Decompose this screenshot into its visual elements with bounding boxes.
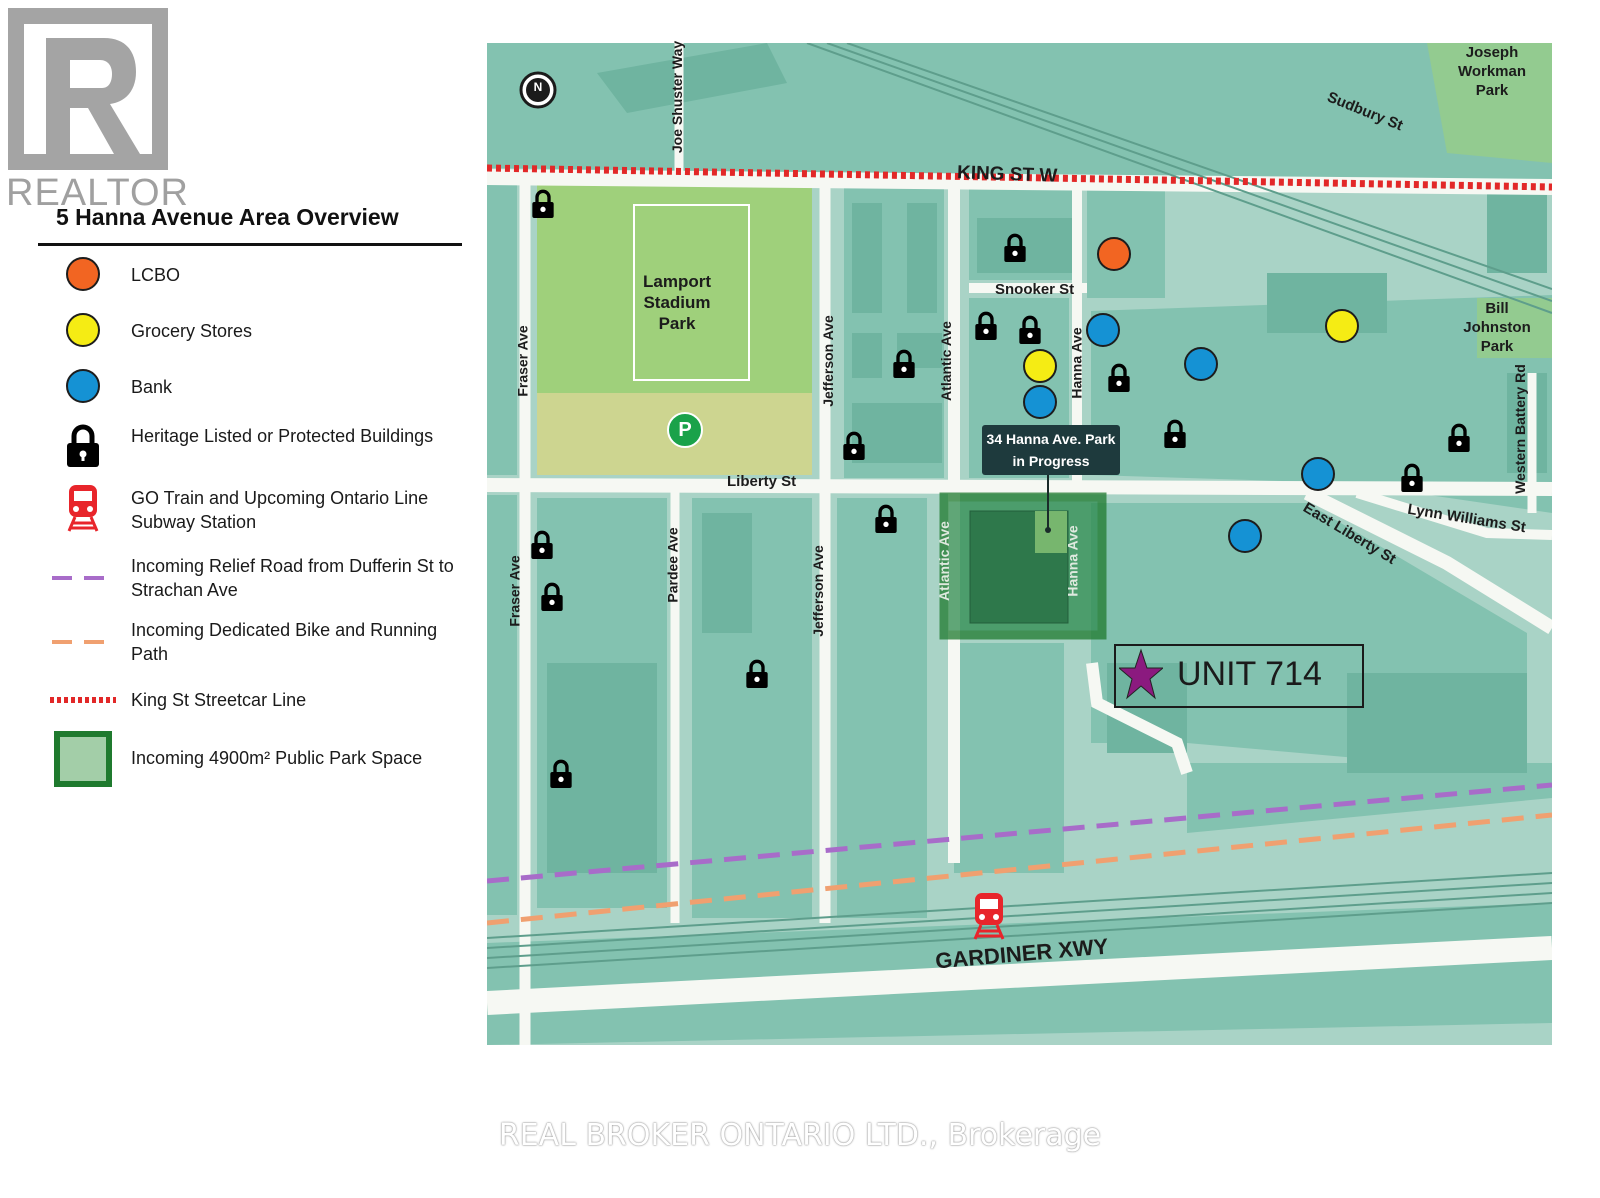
brokerage-watermark: REAL BROKER ONTARIO LTD., Brokerage xyxy=(498,1118,1102,1153)
red-dots-icon xyxy=(50,697,116,703)
bank-marker xyxy=(1023,385,1057,419)
lock-icon xyxy=(1401,463,1423,492)
legend-divider xyxy=(38,243,462,246)
legend-label: Incoming 4900m² Public Park Space xyxy=(131,748,423,768)
street-jefferson-ave-north: Jefferson Ave xyxy=(819,315,836,407)
lock-icon xyxy=(1108,363,1130,392)
lock-icon xyxy=(531,530,553,559)
realtor-wordmark: REALTOR xyxy=(6,172,189,214)
lock-icon xyxy=(746,659,768,688)
lock-icon xyxy=(1448,423,1470,452)
legend-label: GO Train and Upcoming Ontario Line Subwa… xyxy=(131,488,429,532)
legend-item-bike-path: Incoming Dedicated Bike and Running Path xyxy=(0,616,470,668)
lock-icon xyxy=(843,431,865,460)
street-atlantic-ave-north: Atlantic Ave xyxy=(937,321,954,401)
street-western-battery-rd: Western Battery Rd xyxy=(1511,364,1528,494)
grocery-marker xyxy=(1023,349,1057,383)
legend-item-park: Incoming 4900m² Public Park Space xyxy=(0,730,470,788)
lock-icon xyxy=(532,189,554,218)
legend-item-lcbo: LCBO xyxy=(0,257,470,291)
lock-icon xyxy=(67,424,99,467)
bank-marker xyxy=(1184,347,1218,381)
train-icon xyxy=(973,893,1005,940)
parking-icon: P xyxy=(667,412,703,448)
lock-icon xyxy=(1164,419,1186,448)
area-map: N KING ST W Joe Shuster Way Sudbury St S… xyxy=(487,40,1552,1045)
legend-label: Bank xyxy=(131,377,173,397)
street-fraser-ave-north: Fraser Ave xyxy=(514,325,531,397)
street-hanna-ave-north: Hanna Ave xyxy=(1068,327,1085,399)
street-pardee-ave: Pardee Ave xyxy=(664,527,681,603)
realtor-logo xyxy=(8,8,168,170)
legend-label: Grocery Stores xyxy=(131,321,253,341)
yellow-dot-icon xyxy=(66,313,100,347)
street-jefferson-ave-south: Jefferson Ave xyxy=(809,545,826,637)
legend-item-bank: Bank xyxy=(0,369,470,403)
lock-icon xyxy=(975,311,997,340)
park-bill-johnston: Bill Johnston Park xyxy=(1463,300,1531,355)
purple-dash-icon xyxy=(52,576,114,580)
star-icon xyxy=(1117,646,1165,706)
park-joseph-workman: Joseph Workman Park xyxy=(1457,44,1527,99)
map-base xyxy=(487,43,1552,1045)
legend-label: Incoming Relief Road from Dufferin St to… xyxy=(131,556,454,600)
park-lamport-stadium: Lamport Stadium Park xyxy=(643,272,711,333)
train-icon xyxy=(67,485,99,532)
orange-dot-icon xyxy=(66,257,100,291)
street-snooker-st: Snooker St xyxy=(995,281,1075,298)
legend-item-relief-road: Incoming Relief Road from Dufferin St to… xyxy=(0,552,470,604)
lock-icon xyxy=(541,582,563,611)
park-square-icon xyxy=(54,731,112,787)
street-hanna-ave-south: Hanna Ave xyxy=(1064,525,1081,597)
legend-label: King St Streetcar Line xyxy=(131,690,307,710)
park-callout: 34 Hanna Ave. Park in Progress xyxy=(986,431,1116,469)
blue-dot-icon xyxy=(66,369,100,403)
lock-icon xyxy=(550,759,572,788)
legend-item-grocery: Grocery Stores xyxy=(0,313,470,347)
unit-label: UNIT 714 xyxy=(1177,655,1322,693)
lcbo-marker xyxy=(1097,237,1131,271)
legend-item-streetcar: King St Streetcar Line xyxy=(0,688,470,712)
compass-north: N xyxy=(533,80,543,94)
grocery-marker xyxy=(1325,309,1359,343)
legend-title: 5 Hanna Avenue Area Overview xyxy=(56,204,399,230)
legend-label: Heritage Listed or Protected Buildings xyxy=(131,426,434,446)
lock-icon xyxy=(1019,315,1041,344)
legend-item-heritage: Heritage Listed or Protected Buildings xyxy=(0,420,470,472)
legend-label: LCBO xyxy=(131,265,181,285)
orange-dash-icon xyxy=(52,640,114,644)
lock-icon xyxy=(875,504,897,533)
legend-label: Incoming Dedicated Bike and Running Path xyxy=(131,620,438,664)
legend-item-train: GO Train and Upcoming Ontario Line Subwa… xyxy=(0,482,470,534)
bank-marker xyxy=(1228,519,1262,553)
street-fraser-ave-south: Fraser Ave xyxy=(506,555,523,627)
lock-icon xyxy=(1004,233,1026,262)
street-joe-shuster-way: Joe Shuster Way xyxy=(669,40,686,154)
street-atlantic-ave-south: Atlantic Ave xyxy=(935,521,952,601)
bank-marker xyxy=(1086,313,1120,347)
street-liberty-st: Liberty St xyxy=(727,473,797,490)
street-king-st-w: KING ST W xyxy=(956,162,1058,187)
bank-marker xyxy=(1301,457,1335,491)
lock-icon xyxy=(893,349,915,378)
